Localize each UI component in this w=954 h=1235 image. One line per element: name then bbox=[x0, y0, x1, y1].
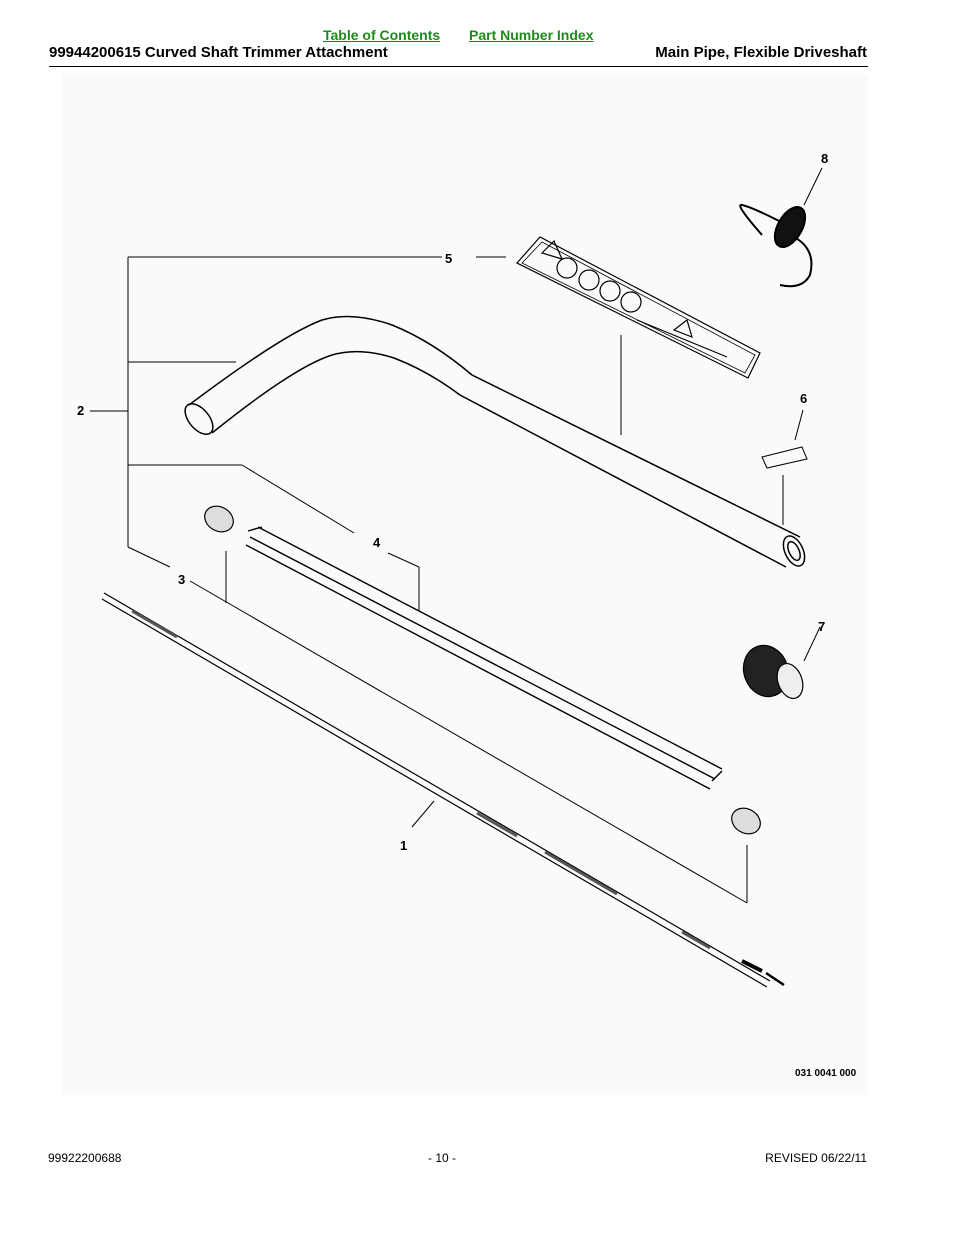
callout-4: 4 bbox=[373, 535, 381, 550]
callout-6: 6 bbox=[800, 391, 807, 406]
parts-drawing: 1 2 3 4 5 6 7 8 bbox=[77, 151, 828, 988]
footer-doc-number: 99922200688 bbox=[48, 1151, 122, 1165]
top-navigation: Table of Contents Part Number Index bbox=[0, 27, 954, 45]
callout-5: 5 bbox=[445, 251, 452, 266]
part-number-index-link[interactable]: Part Number Index bbox=[469, 27, 594, 43]
exploded-parts-diagram: 1 2 3 4 5 6 7 8 bbox=[62, 75, 868, 1095]
header-divider bbox=[49, 66, 868, 67]
callout-3: 3 bbox=[178, 572, 185, 587]
section-title: Main Pipe, Flexible Driveshaft bbox=[655, 44, 867, 61]
callout-8: 8 bbox=[821, 151, 828, 166]
callout-1: 1 bbox=[400, 838, 407, 853]
callout-7: 7 bbox=[818, 619, 825, 634]
document-title: 99944200615 Curved Shaft Trimmer Attachm… bbox=[49, 44, 388, 61]
figure-id: 031 0041 000 bbox=[795, 1068, 857, 1079]
table-of-contents-link[interactable]: Table of Contents bbox=[323, 27, 441, 43]
callout-2: 2 bbox=[77, 403, 84, 418]
footer-revised-date: REVISED 06/22/11 bbox=[765, 1151, 867, 1165]
footer-page-number: - 10 - bbox=[428, 1151, 457, 1165]
